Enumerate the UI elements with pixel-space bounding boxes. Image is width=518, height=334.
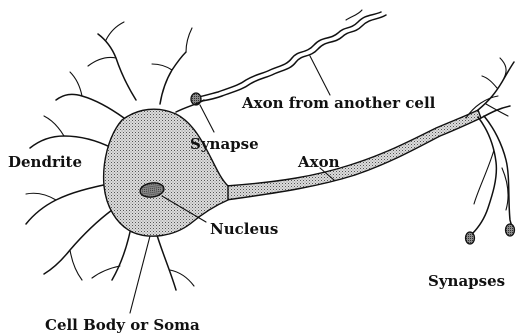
cell-body xyxy=(104,109,228,236)
label-axon: Axon xyxy=(297,153,340,171)
incoming-axon xyxy=(198,10,386,101)
axon xyxy=(226,58,515,244)
synapse-knob-left xyxy=(466,232,475,244)
label-synapse: Synapse xyxy=(190,135,259,153)
leader-axon-from-another-cell xyxy=(310,56,330,95)
label-nucleus: Nucleus xyxy=(210,220,278,238)
label-cell-body: Cell Body or Soma xyxy=(45,316,200,334)
leader-cell-body xyxy=(130,236,150,313)
leader-synapse xyxy=(200,105,214,132)
label-synapses: Synapses xyxy=(428,272,505,290)
label-dendrite: Dendrite xyxy=(8,153,82,171)
synapse-knob-right xyxy=(506,224,515,236)
label-axon-from-another-cell: Axon from another cell xyxy=(241,94,436,112)
